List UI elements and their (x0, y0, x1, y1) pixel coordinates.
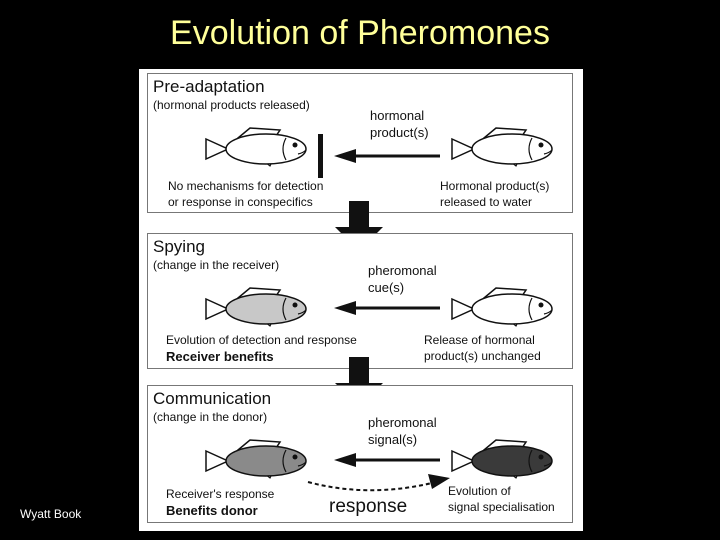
left-caption-line2: or response in conspecifics (168, 195, 313, 209)
signal-arrow-icon (334, 301, 440, 315)
panel-title: Pre-adaptation (153, 77, 265, 96)
right-caption-line1: Evolution of (448, 484, 511, 498)
signal-label-line1: hormonal (370, 108, 425, 123)
pheromone-evolution-figure: Pre-adaptation (hormonal products releas… (139, 69, 583, 531)
signal-arrow-icon (334, 453, 440, 467)
panel-title: Communication (153, 389, 272, 408)
right-caption-line2: product(s) unchanged (424, 349, 541, 363)
left-caption-line2: Benefits donor (166, 503, 258, 518)
right-caption-line1: Hormonal product(s) (440, 179, 550, 193)
receiver-fish-icon (205, 127, 307, 167)
donor-fish-icon (451, 439, 553, 479)
response-label: response (329, 496, 408, 517)
panel-communication: Communication (change in the donor) pher… (147, 385, 573, 523)
signal-label-line1: pheromonal (368, 415, 437, 430)
receiver-fish-icon (205, 287, 307, 327)
left-caption-line1: Receiver's response (166, 487, 275, 501)
donor-fish-icon (451, 127, 553, 167)
right-caption-line2: released to water (440, 195, 533, 209)
panel-title: Spying (153, 237, 205, 256)
signal-arrow-icon (334, 149, 440, 163)
signal-label-line2: signal(s) (368, 432, 418, 447)
slide-title: Evolution of Pheromones (170, 14, 550, 52)
panel-subtitle: (hormonal products released) (153, 98, 310, 112)
right-caption-line1: Release of hormonal (424, 333, 535, 347)
panel-spying: Spying (change in the receiver) pheromon… (147, 233, 573, 369)
credit-label: Wyatt Book (20, 507, 82, 521)
panel-subtitle: (change in the receiver) (153, 258, 280, 272)
signal-label-line1: pheromonal (368, 263, 437, 278)
right-caption-line2: signal specialisation (448, 500, 555, 514)
left-caption-line1: No mechanisms for detection (168, 179, 324, 193)
left-caption-line2: Receiver benefits (166, 349, 274, 364)
panel-subtitle: (change in the donor) (153, 410, 268, 424)
left-caption-line1: Evolution of detection and response (166, 333, 357, 347)
signal-label-line2: product(s) (370, 125, 429, 140)
barrier-bar (318, 134, 323, 178)
receiver-fish-icon (205, 439, 307, 479)
donor-fish-icon (451, 287, 553, 327)
response-arrow-icon (307, 474, 450, 492)
signal-label-line2: cue(s) (368, 280, 405, 295)
panel-pre-adaptation: Pre-adaptation (hormonal products releas… (147, 73, 573, 213)
